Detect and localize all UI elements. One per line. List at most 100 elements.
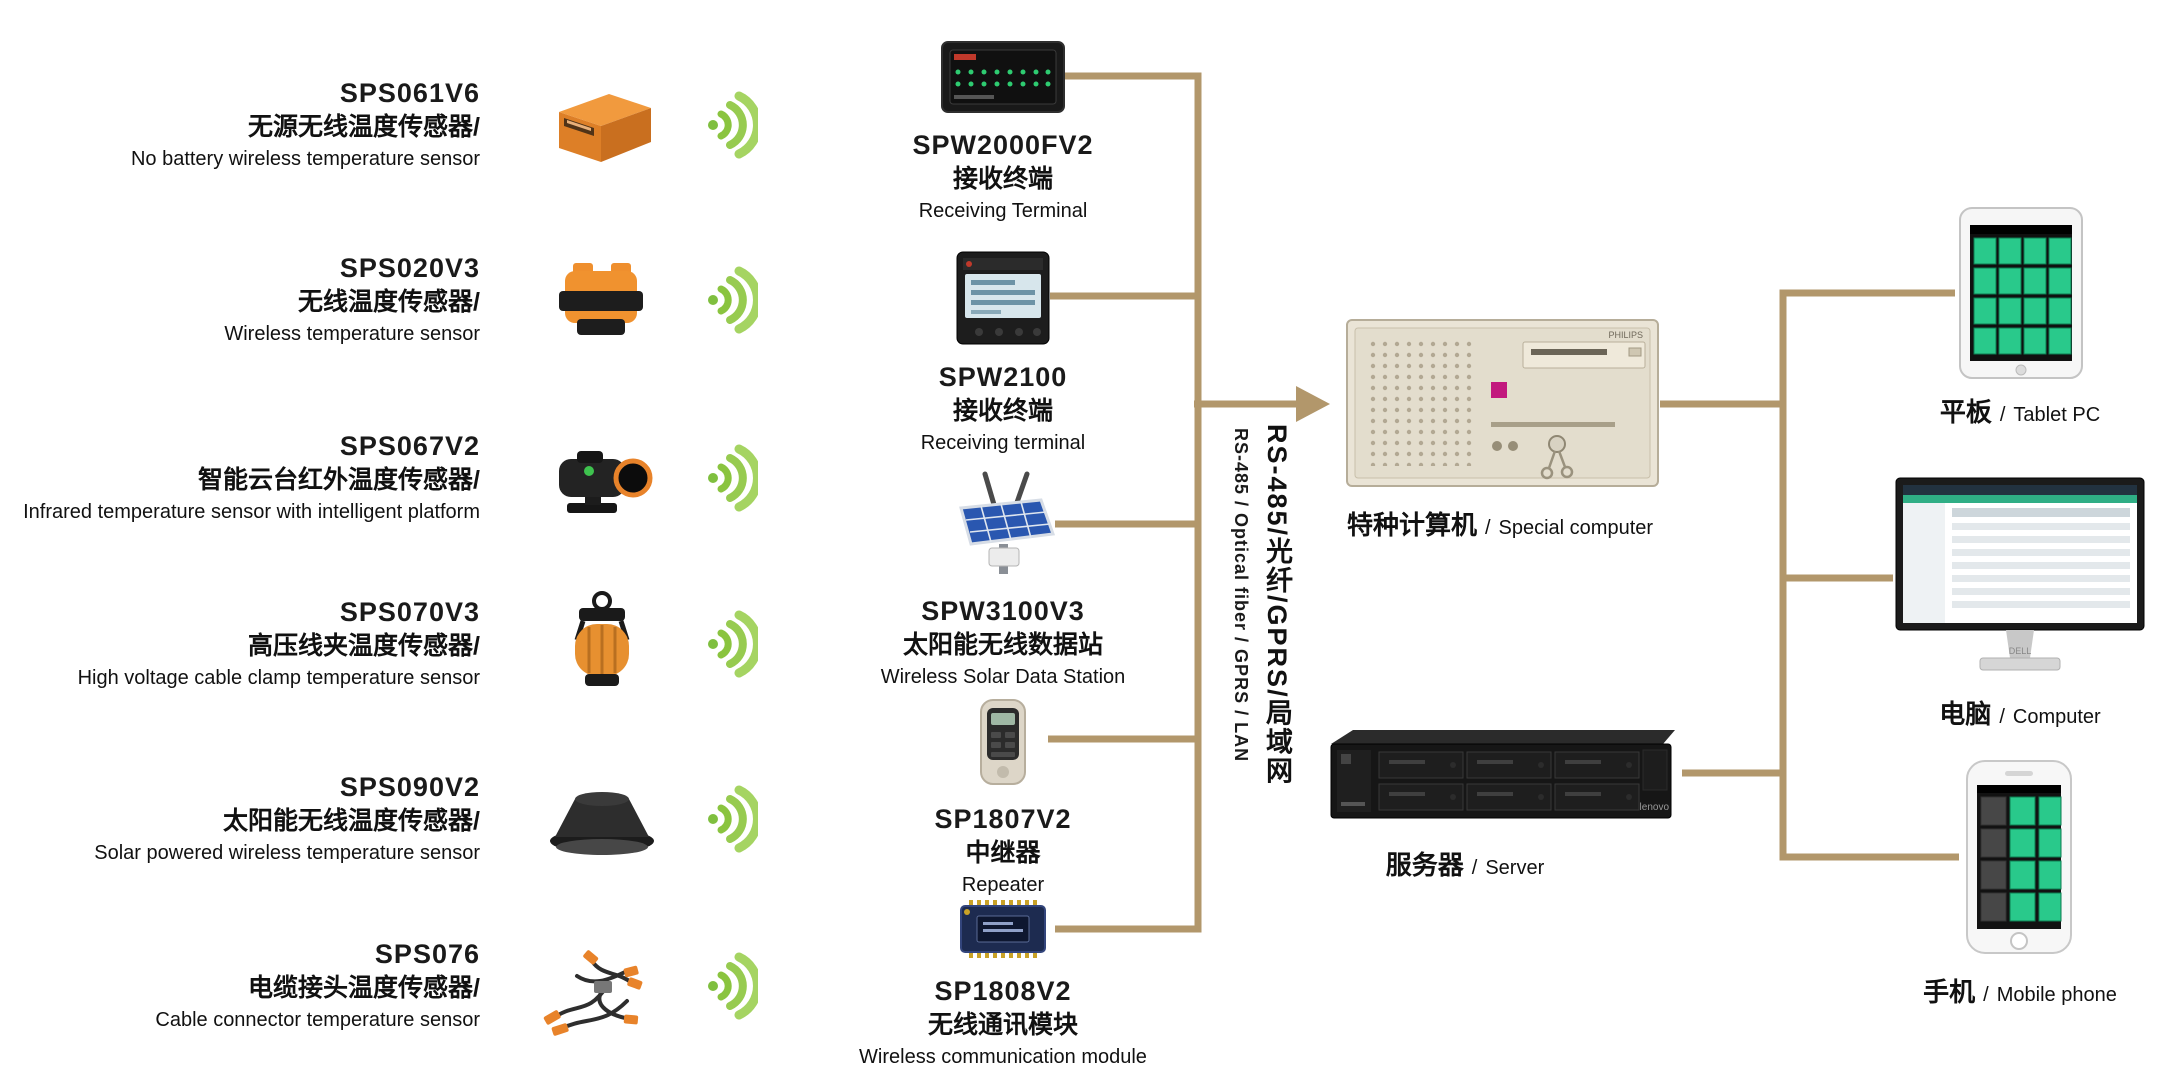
device-name-en: Wireless Solar Data Station: [880, 665, 1126, 688]
label-cn: 平板: [1939, 397, 1992, 427]
label-en: Special computer: [1498, 517, 1654, 539]
label-separator: /: [1999, 706, 2005, 728]
label-en: Tablet PC: [2013, 404, 2101, 426]
sensor-row-sps090v2: SPS090V2 太阳能无线温度传感器/ Solar powered wirel…: [0, 754, 758, 884]
sensor-name-en: Wireless temperature sensor: [224, 322, 480, 345]
sensor-name-en: No battery wireless temperature sensor: [130, 147, 480, 170]
wireless-signal-icon: [706, 781, 758, 857]
sensor-text-block: SPS020V3 无线温度传感器/ Wireless temperature s…: [0, 251, 480, 349]
device-model: SPW3100V3: [921, 596, 1085, 626]
sensor-row-sps020v3: SPS020V3 无线温度传感器/ Wireless temperature s…: [0, 235, 758, 365]
wireless-signal-icon: [706, 948, 758, 1024]
device-name-cn: 接收终端: [952, 397, 1053, 426]
sensor-text-block: SPS070V3 高压线夹温度传感器/ High voltage cable c…: [0, 595, 480, 693]
label-cn: 电脑: [1939, 699, 1992, 729]
sensor-name-en: Solar powered wireless temperature senso…: [94, 841, 480, 864]
computer-label: 电脑 / Computer: [1920, 694, 2120, 731]
monitor-brand-text: DELL: [2009, 646, 2032, 656]
computer-brand-text: PHILIPS: [1608, 330, 1643, 340]
device-spw3100v3: SPW3100V3 太阳能无线数据站 Wireless Solar Data S…: [773, 468, 1233, 692]
device-name-cn: 无线通讯模块: [927, 1011, 1078, 1040]
spw2100-product-image: [955, 250, 1051, 351]
sensor-model: SPS020V3: [339, 253, 480, 284]
sensor-model: SPS067V2: [339, 431, 480, 462]
device-sp1808v2: SP1808V2 无线通讯模块 Wireless communication m…: [773, 898, 1233, 1072]
handheld-repeater-icon: [980, 699, 1026, 785]
tablet-icon: [1959, 207, 2083, 379]
bus-label-cn: RS-485/光纤/GPRS/局域网: [1262, 424, 1292, 786]
label-cn: 服务器: [1385, 850, 1464, 880]
sensor-text-block: SPS090V2 太阳能无线温度传感器/ Solar powered wirel…: [0, 770, 480, 868]
wireless-signal-icon: [706, 87, 758, 163]
sensor-name-cn: 太阳能无线温度传感器/: [223, 807, 480, 836]
solar-dome-sensor-icon: [550, 791, 654, 855]
label-separator: /: [1471, 857, 1478, 879]
spw2000fv2-product-image: [940, 40, 1066, 119]
sensor-name-cn: 电缆接头温度传感器/: [248, 974, 480, 1003]
label-en: Server: [1485, 857, 1545, 879]
cable-clamp-sensor-icon: [574, 591, 630, 686]
server-label: 服务器 / Server: [1280, 845, 1650, 882]
device-model: SP1807V2: [934, 804, 1072, 834]
device-spw2000fv2: SPW2000FV2 接收终端 Receiving Terminal: [773, 40, 1233, 226]
sensor-name-en: Infrared temperature sensor with intelli…: [23, 500, 480, 523]
sensor-text-block: SPS076 电缆接头温度传感器/ Cable connector temper…: [0, 937, 480, 1035]
tablet-label: 平板 / Tablet PC: [1920, 392, 2120, 429]
solar-data-station-icon: [959, 471, 1056, 574]
label-en: Mobile phone: [1996, 984, 2117, 1006]
device-name-en: Receiving terminal: [920, 431, 1086, 454]
sensor-name-en: High voltage cable clamp temperature sen…: [77, 666, 480, 689]
desktop-monitor-icon: DELL: [1895, 477, 2145, 671]
receiver-panel-icon: [941, 41, 1065, 113]
sensor-name-cn: 无线温度传感器/: [298, 288, 480, 317]
monitor-image: DELL: [1894, 476, 2146, 684]
sps061v6-product-image: [532, 78, 672, 173]
sps090v2-product-image: [532, 777, 672, 862]
sensor-row-sps061v6: SPS061V6 无源无线温度传感器/ No battery wireless …: [0, 60, 758, 190]
orange-box-sensor-icon: [559, 93, 651, 162]
clamp-sensor-icon: [559, 262, 643, 335]
label-cn: 特种计算机: [1346, 510, 1477, 540]
sensor-model: SPS076: [374, 939, 480, 970]
smartphone-icon: [1966, 760, 2072, 954]
phone-image: [1961, 759, 2077, 955]
infrared-platform-sensor-icon: [559, 450, 653, 513]
tablet-image: [1957, 205, 2085, 381]
device-name-cn: 太阳能无线数据站: [902, 631, 1103, 660]
device-model: SP1808V2: [934, 976, 1072, 1006]
device-model: SPW2000FV2: [912, 130, 1094, 160]
device-name-cn: 中继器: [965, 839, 1041, 868]
sensor-row-sps076: SPS076 电缆接头温度传感器/ Cable connector temper…: [0, 921, 758, 1051]
sp1807v2-product-image: [957, 696, 1049, 793]
server-brand-text: lenovo: [1640, 802, 1670, 813]
sensor-row-sps067v2: SPS067V2 智能云台红外温度传感器/ Infrared temperatu…: [0, 413, 758, 543]
panel-meter-icon: [956, 251, 1050, 345]
device-sp1807v2: SP1807V2 中继器 Repeater: [773, 696, 1233, 900]
sensor-row-sps070v3: SPS070V3 高压线夹温度传感器/ High voltage cable c…: [0, 579, 758, 709]
label-cn: 手机: [1923, 977, 1976, 1007]
device-name-cn: 接收终端: [952, 165, 1053, 194]
special-computer-image: PHILIPS: [1345, 318, 1660, 490]
wireless-signal-icon: [706, 440, 758, 516]
sp1808v2-product-image: [947, 898, 1059, 965]
rack-server-icon: lenovo: [1330, 730, 1675, 819]
label-en: Computer: [2012, 706, 2101, 728]
wireless-signal-icon: [706, 606, 758, 682]
spw3100v3-product-image: [943, 468, 1063, 585]
wireless-signal-icon: [706, 262, 758, 338]
sps076-product-image: [532, 931, 672, 1041]
device-name-en: Receiving Terminal: [918, 199, 1088, 222]
label-separator: /: [1999, 404, 2006, 426]
phone-label: 手机/Mobile phone: [1920, 972, 2120, 1009]
pcb-module-icon: [960, 900, 1046, 958]
arrow-head-icon: [1296, 386, 1330, 422]
cable-connector-sensor-icon: [543, 950, 643, 1036]
device-model: SPW2100: [938, 362, 1068, 392]
device-name-en: Repeater: [961, 873, 1045, 896]
sensor-name-cn: 高压线夹温度传感器/: [248, 632, 480, 661]
sps067v2-product-image: [532, 431, 672, 526]
server-image: lenovo: [1323, 722, 1679, 830]
sensor-name-en: Cable connector temperature sensor: [155, 1008, 480, 1031]
bus-label-en: RS-485 / Optical fiber / GPRS / LAN: [1231, 428, 1251, 763]
